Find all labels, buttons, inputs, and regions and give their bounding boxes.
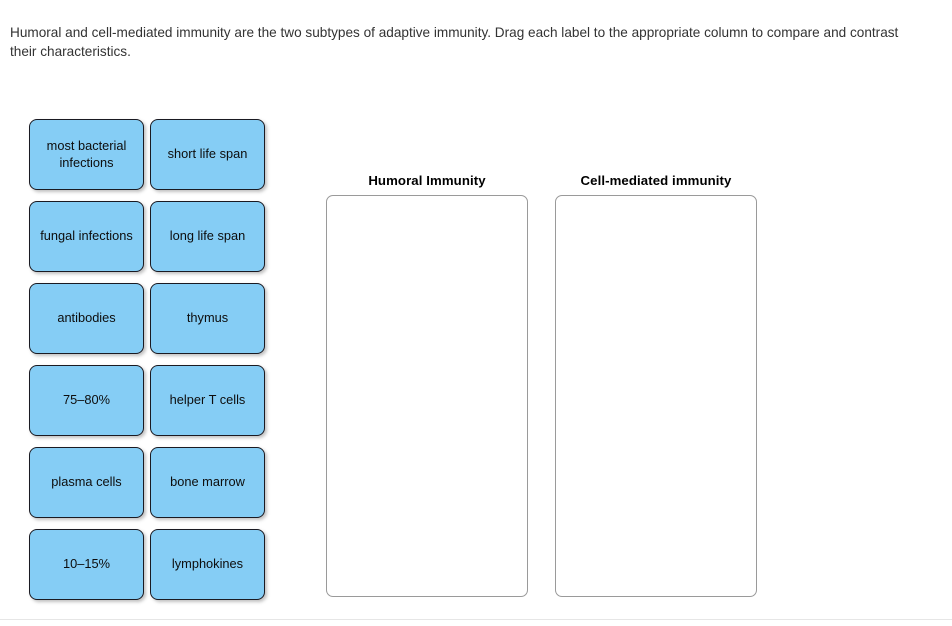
- draggable-label-tile[interactable]: most bacterial infections: [29, 119, 144, 190]
- draggable-label-tile[interactable]: antibodies: [29, 283, 144, 354]
- draggable-label-tile[interactable]: plasma cells: [29, 447, 144, 518]
- draggable-label-tile[interactable]: lymphokines: [150, 529, 265, 600]
- draggable-label-tile[interactable]: 10–15%: [29, 529, 144, 600]
- draggable-label-tile[interactable]: 75–80%: [29, 365, 144, 436]
- draggable-label-tile[interactable]: thymus: [150, 283, 265, 354]
- drop-column-humoral-immunity: Humoral Immunity: [326, 173, 528, 597]
- dropzone-cell-mediated-immunity[interactable]: [555, 195, 757, 597]
- draggable-label-tile[interactable]: short life span: [150, 119, 265, 190]
- drop-column-cell-mediated-immunity: Cell-mediated immunity: [555, 173, 757, 597]
- drop-column-title: Humoral Immunity: [368, 173, 486, 188]
- drop-column-title: Cell-mediated immunity: [580, 173, 732, 188]
- dropzone-humoral-immunity[interactable]: [326, 195, 528, 597]
- draggable-label-tile[interactable]: bone marrow: [150, 447, 265, 518]
- draggable-label-pool: most bacterial infections short life spa…: [29, 119, 265, 600]
- draggable-label-tile[interactable]: fungal infections: [29, 201, 144, 272]
- bottom-divider: [0, 619, 952, 620]
- draggable-label-tile[interactable]: long life span: [150, 201, 265, 272]
- question-prompt: Humoral and cell-mediated immunity are t…: [10, 24, 899, 60]
- draggable-label-tile[interactable]: helper T cells: [150, 365, 265, 436]
